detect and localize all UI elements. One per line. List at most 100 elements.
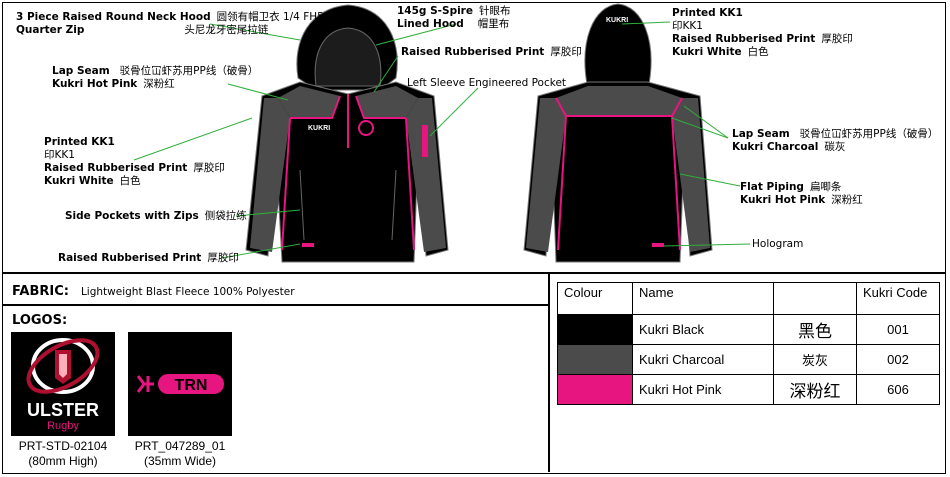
colour-header: Colour: [557, 282, 633, 315]
printed-kk1-back-annotation: Printed KK1 印KK1 Raised Rubberised Print…: [672, 7, 853, 59]
table-row: Kukri Hot Pink 深粉红 606: [557, 374, 940, 405]
leader-lines: [133, 21, 751, 259]
chinese-header: [773, 282, 857, 315]
back-hologram: [652, 243, 664, 247]
back-piping-side-left: [557, 115, 567, 251]
front-yoke-right: [356, 86, 418, 118]
ulster-rugby-wordmark: Rugby: [47, 420, 79, 432]
colour-swatch: [557, 374, 633, 405]
colour-name: Kukri Black: [632, 314, 774, 345]
raised-print-front-en: Raised Rubberised Print: [401, 46, 545, 58]
spire-zh: 针眼布: [479, 5, 511, 17]
lap-seam-back-zh2: 碳灰: [824, 141, 846, 153]
trn-logo-caption: PRT_047289_01 (35mm Wide): [124, 439, 236, 469]
front-title-en2: Quarter Zip: [16, 24, 85, 36]
printed-kk1-front-l1: Printed KK1: [44, 136, 115, 148]
printed-kk1-back-l1: Printed KK1: [672, 7, 743, 19]
trn-logo: TRN: [128, 332, 232, 436]
flat-piping-zh: 扁唧条: [809, 181, 842, 193]
colour-name-zh: 炭灰: [773, 344, 857, 375]
hologram-annotation: Hologram: [752, 238, 803, 251]
front-crest: [358, 120, 374, 136]
ulster-crest-icon: ULSTER Rugby: [26, 338, 100, 432]
lap-seam-front-zh: 驳骨位冚虾苏用PP线（破骨）: [119, 65, 259, 77]
column-divider: [548, 272, 550, 472]
back-neck-logo: KUKRI: [606, 17, 628, 24]
printed-kk1-back-l3: Raised Rubberised Print: [672, 33, 816, 45]
trn-logo-size: (35mm Wide): [143, 454, 216, 468]
raised-print-front-zh: 厚胶印: [550, 46, 582, 58]
colour-table: Colour Name Kukri Code Kukri Black 黑色 00…: [557, 282, 940, 405]
left-sleeve-en: Left Sleeve Engineered Pocket: [407, 77, 567, 89]
ulster-logo: ULSTER Rugby: [11, 332, 115, 436]
colour-code: 001: [856, 314, 940, 345]
ulster-logo-code: PRT-STD-02104: [18, 439, 108, 453]
trn-logo-code: PRT_047289_01: [134, 439, 226, 453]
flat-piping-en2: Kukri Hot Pink: [740, 194, 826, 206]
section-divider: [2, 272, 946, 274]
hologram-en: Hologram: [752, 238, 804, 250]
table-row: Kukri Charcoal 炭灰 002: [557, 344, 940, 375]
flat-piping-annotation: Flat Piping 扁唧条 Kukri Hot Pink 深粉红: [740, 181, 863, 207]
back-sleeve-right-panel: [672, 98, 710, 252]
back-hood: [584, 3, 652, 91]
colour-name-zh: 黑色: [773, 314, 857, 345]
printed-kk1-back-l4: Kukri White: [672, 46, 742, 58]
back-hoodie: KUKRI: [523, 3, 713, 263]
spire-en2: Lined Hood: [397, 18, 464, 30]
fabric-row: FABRIC: Lightweight Blast Fleece 100% Pol…: [12, 284, 295, 299]
spire-en: 145g S-Spire: [397, 5, 473, 17]
front-title-zh2: 头尼龙牙密尾拉链: [184, 24, 269, 36]
front-piping-side-right: [405, 117, 415, 251]
printed-kk1-front-annotation: Printed KK1 印KK1 Raised Rubberised Print…: [44, 136, 225, 188]
lap-seam-front-zh2: 深粉红: [143, 78, 175, 90]
side-pockets-zh: 侧袋拉练: [204, 210, 247, 222]
colour-swatch: [557, 344, 633, 375]
lap-seam-back-zh: 驳骨位冚虾苏用PP线（破骨）: [799, 128, 939, 140]
flat-piping-en: Flat Piping: [740, 181, 804, 193]
side-pockets-annotation: Side Pockets with Zips 侧袋拉练: [65, 210, 247, 223]
side-pockets-en: Side Pockets with Zips: [65, 210, 199, 222]
colour-table-header: Colour Name Kukri Code: [557, 282, 940, 315]
colour-swatch: [557, 314, 633, 345]
front-piping-side-left: [281, 117, 291, 251]
fabric-label: FABRIC:: [12, 284, 69, 299]
printed-kk1-front-l3: Raised Rubberised Print: [44, 162, 188, 174]
printed-kk1-front-l4: Kukri White: [44, 175, 114, 187]
fabric-divider: [2, 304, 548, 306]
front-hem-print: [302, 243, 314, 247]
front-piping-left: [290, 95, 341, 119]
left-sleeve-annotation: Left Sleeve Engineered Pocket: [407, 77, 566, 90]
front-chest-logo: KUKRI: [308, 125, 330, 132]
raised-print-hem-zh: 厚胶印: [207, 252, 239, 264]
back-piping-side-right: [671, 115, 681, 251]
back-piping: [555, 97, 683, 117]
ulster-logo-caption: PRT-STD-02104 (80mm High): [6, 439, 120, 469]
lap-seam-front-en: Lap Seam: [52, 65, 110, 77]
logos-title: LOGOS:: [12, 313, 68, 328]
raised-print-front-annotation: Raised Rubberised Print 厚胶印: [401, 46, 582, 59]
front-side-pocket-left: [299, 169, 305, 241]
front-title-en: 3 Piece Raised Round Neck Hood: [16, 11, 211, 23]
front-sleeve-pocket: [422, 125, 428, 157]
colour-name-zh: 深粉红: [773, 374, 857, 405]
ulster-logo-size: (80mm High): [28, 454, 98, 468]
back-sleeve-left-panel: [526, 98, 566, 252]
flat-piping-zh2: 深粉红: [831, 194, 863, 206]
trn-mark-icon: TRN: [136, 374, 224, 394]
raised-print-hem-en: Raised Rubberised Print: [58, 252, 202, 264]
ulster-wordmark: ULSTER: [27, 400, 99, 420]
printed-kk1-front-l3zh: 厚胶印: [193, 162, 225, 174]
colour-name: Kukri Hot Pink: [632, 374, 774, 405]
fabric-value: Lightweight Blast Fleece 100% Polyester: [80, 286, 295, 298]
trn-wordmark: TRN: [175, 377, 208, 394]
front-sleeve-right-panel: [406, 98, 446, 252]
front-title-zh: 圆领有帽卫衣 1/4 FH5: [216, 11, 324, 23]
lap-seam-back-en: Lap Seam: [732, 128, 790, 140]
printed-kk1-front-l4zh: 白色: [119, 175, 141, 187]
